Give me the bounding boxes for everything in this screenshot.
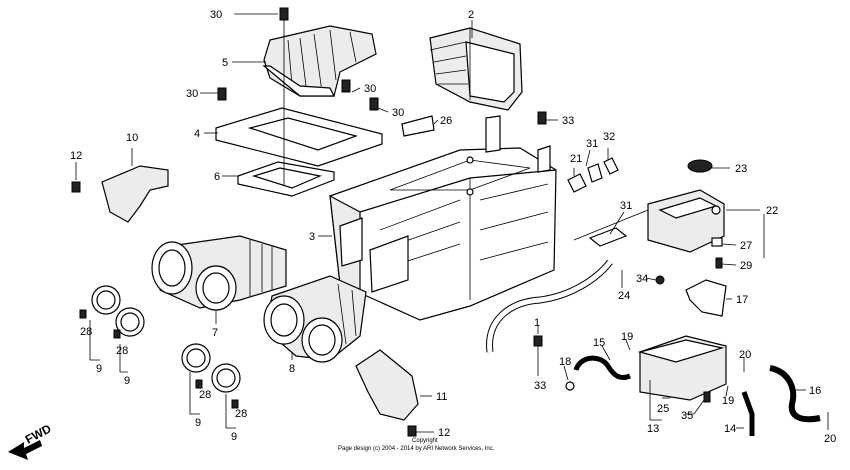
callout-28: 28 — [80, 326, 92, 338]
part-22-breather-case — [647, 189, 725, 253]
part-31-joint — [588, 227, 628, 247]
part-9-clamps-left — [91, 285, 241, 393]
part-7-intake-boots — [151, 235, 287, 311]
part-34-nut — [655, 275, 665, 285]
callout-5: 5 — [222, 57, 228, 69]
callout-9: 9 — [195, 417, 201, 429]
part-4-plate — [215, 107, 383, 167]
callout-9: 9 — [231, 431, 237, 443]
callout-34: 34 — [636, 273, 648, 285]
part-8-intake-boots — [263, 275, 367, 363]
part-5-duct — [262, 25, 377, 97]
callout-9: 9 — [124, 375, 130, 387]
callout-17: 17 — [736, 294, 748, 306]
callout-6: 6 — [214, 171, 220, 183]
callout-33: 33 — [562, 115, 574, 127]
callout-28: 28 — [235, 408, 247, 420]
callout-30: 30 — [210, 9, 222, 21]
callout-7: 7 — [212, 327, 218, 339]
callout-8: 8 — [289, 363, 295, 375]
callout-4: 4 — [194, 128, 200, 140]
callout-23: 23 — [735, 163, 747, 175]
callout-12: 12 — [70, 150, 82, 162]
part-17-bracket — [685, 279, 727, 317]
callout-22: 22 — [766, 205, 778, 217]
part-29-bolt — [715, 257, 723, 269]
callout-31: 31 — [620, 200, 632, 212]
part-6-gasket — [237, 161, 335, 197]
callout-11: 11 — [436, 391, 447, 403]
callout-2: 2 — [468, 9, 474, 21]
part-3-case — [329, 115, 557, 321]
callout-19: 19 — [722, 395, 734, 407]
callout-33: 33 — [534, 380, 546, 392]
part-35-bolt — [703, 391, 711, 403]
callout-20: 20 — [824, 433, 836, 445]
part-21-fitting — [567, 173, 587, 193]
part-32-cap — [603, 157, 619, 175]
part-11-cover — [355, 349, 419, 421]
part-10-bracket — [101, 165, 169, 223]
callout-31: 31 — [586, 138, 598, 150]
callout-27: 27 — [740, 240, 752, 252]
part-23-grommet — [687, 159, 713, 173]
callout-30: 30 — [364, 83, 376, 95]
callout-14: 14 — [724, 423, 736, 435]
callout-20: 20 — [739, 349, 751, 361]
callout-35: 35 — [681, 410, 693, 422]
part-14-tube — [741, 391, 755, 436]
callout-12: 12 — [438, 427, 450, 439]
callout-32: 32 — [603, 131, 615, 143]
bolts — [71, 7, 547, 437]
callout-29: 29 — [740, 260, 752, 272]
fwd-arrow: FWD — [8, 421, 54, 460]
part-16-tube — [769, 365, 821, 423]
copyright-text: Copyright — [412, 438, 438, 444]
callout-28: 28 — [199, 389, 211, 401]
footer-text: Page design (c) 2004 - 2014 by ARI Netwo… — [338, 446, 495, 452]
callout-24: 24 — [618, 290, 630, 302]
callout-1: 1 — [534, 317, 540, 329]
callout-30: 30 — [186, 88, 198, 100]
part-15-tube — [573, 355, 631, 381]
part-1-hose-inner — [487, 260, 612, 353]
leader-lines — [75, 13, 829, 433]
part-2-element — [429, 27, 523, 111]
callout-15: 15 — [593, 337, 605, 349]
callout-26: 26 — [440, 115, 452, 127]
callout-10: 10 — [126, 132, 138, 144]
callout-21: 21 — [570, 153, 582, 165]
callout-28: 28 — [116, 345, 128, 357]
callout-9: 9 — [96, 363, 102, 375]
part-27-plug — [711, 237, 723, 247]
part-18-clip — [565, 381, 575, 391]
callout-25: 25 — [657, 403, 669, 415]
part-26-label — [401, 115, 435, 137]
part-13-drain-tank — [637, 335, 727, 401]
callout-16: 16 — [809, 385, 821, 397]
part-31-clip — [587, 163, 603, 183]
callout-13: 13 — [647, 423, 659, 435]
callout-3: 3 — [309, 231, 315, 243]
callout-19: 19 — [621, 331, 633, 343]
callout-18: 18 — [559, 356, 571, 368]
callout-30: 30 — [392, 107, 404, 119]
